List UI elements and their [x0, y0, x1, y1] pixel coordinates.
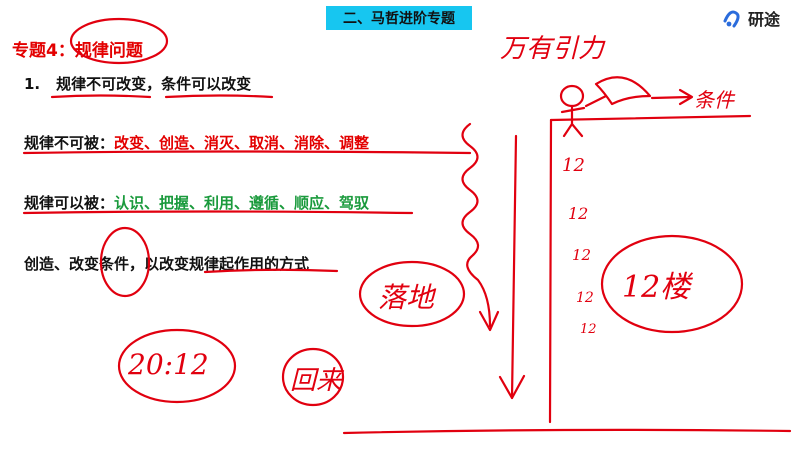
- floor-mark: 12: [576, 290, 594, 306]
- cannot-be-items: 改变、创造、消灭、取消、消除、调整: [114, 134, 370, 152]
- point-number: 1.: [24, 75, 41, 93]
- line4-part-c: ，以改变: [129, 255, 190, 273]
- umbrella-icon: [594, 76, 652, 106]
- cannot-be-label: 规律不可被：: [24, 134, 115, 152]
- note-landing: 落地: [378, 281, 435, 314]
- underline-point1-a: [50, 94, 152, 99]
- can-be-label: 规律可以被：: [24, 194, 115, 212]
- fall-arrow-line: [510, 134, 518, 400]
- create-condition-line: 创造、改变条件，以改变规律起作用的方式: [24, 253, 309, 274]
- floor-mark: 12: [562, 155, 585, 176]
- cannot-be-line: 规律不可被：改变、创造、消灭、取消、消除、调整: [24, 132, 369, 153]
- floor-mark: 12: [572, 246, 592, 264]
- note-12th-floor: 12楼: [622, 270, 691, 305]
- can-be-line: 规律可以被：认识、把握、利用、遵循、顺应、驾驭: [24, 192, 369, 213]
- topic-title: 专题4：规律问题: [12, 41, 143, 61]
- wavy-arrow-head: [478, 310, 500, 332]
- logo-text: 研途: [748, 10, 781, 29]
- wavy-line: [461, 122, 492, 328]
- stick-figure-icon: [559, 84, 585, 108]
- logo-icon: [723, 10, 740, 28]
- point-1: 1. 规律不可改变，条件可以改变: [24, 73, 251, 94]
- note-gravity: 万有引力: [500, 34, 605, 64]
- building-wall: [548, 118, 553, 424]
- umbrella-handle: [584, 94, 608, 108]
- note-back: 回来: [290, 366, 343, 396]
- fall-arrow-head: [498, 374, 526, 400]
- figure-body: [560, 104, 586, 138]
- point-1-sep: ，: [146, 75, 162, 93]
- floor-mark: 12: [568, 204, 589, 223]
- floor-mark: 12: [580, 322, 597, 337]
- ground-line: [342, 428, 792, 435]
- building-roof: [549, 114, 752, 122]
- note-condition: 条件: [694, 88, 734, 112]
- point-1-part-b: 条件可以改变: [161, 75, 252, 93]
- line4-part-b: 条件: [99, 255, 130, 273]
- brand-logo: 研途: [722, 6, 780, 30]
- point-1-part-a: 规律不可改变: [56, 75, 147, 93]
- line4-part-a: 创造、改变: [24, 255, 100, 273]
- underline-point1-b: [164, 94, 274, 99]
- section-banner: 二、马哲进阶专题: [326, 6, 472, 30]
- line4-part-d: 规律起作用的方式: [189, 255, 310, 273]
- arrow-to-note: [650, 88, 694, 106]
- note-time: 20:12: [128, 348, 209, 381]
- can-be-items: 认识、把握、利用、遵循、顺应、驾驭: [114, 194, 370, 212]
